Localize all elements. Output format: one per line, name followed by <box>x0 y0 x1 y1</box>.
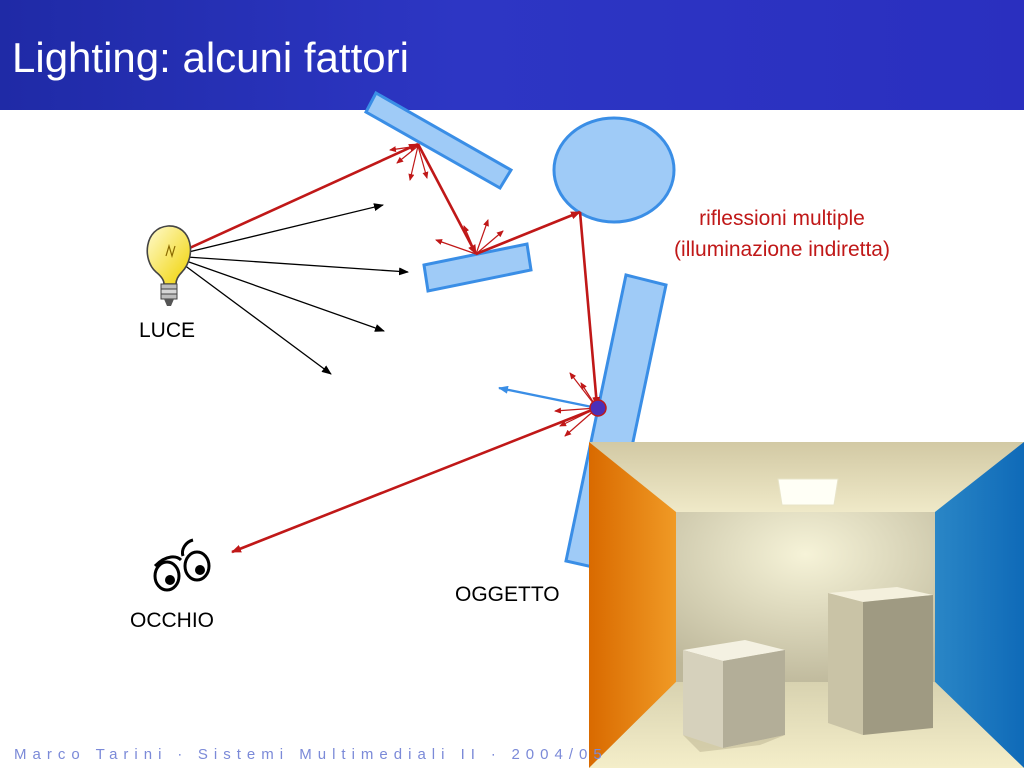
scatter-rays-top <box>389 145 429 181</box>
reflector-top <box>363 90 514 191</box>
eye-label: OCCHIO <box>130 609 214 632</box>
hit-point <box>589 399 607 417</box>
reflections-label-line1: riflessioni multiple <box>699 207 865 230</box>
object-label: OGGETTO <box>455 583 560 606</box>
specular-ray <box>498 385 598 410</box>
direct-rays <box>171 203 409 375</box>
reflector-middle <box>422 242 533 293</box>
reflections-label-line2: (illuminazione indiretta) <box>674 238 890 261</box>
slide-title: Lighting: alcuni fattori <box>12 34 409 81</box>
light-bulb-icon <box>146 225 192 306</box>
scatter-rays-middle <box>435 219 504 255</box>
slide-footer: Marco Tarini ∙ Sistemi Multimediali II ∙… <box>14 746 608 763</box>
slide-header: Lighting: alcuni fattori <box>0 0 1024 110</box>
light-label: LUCE <box>139 319 195 342</box>
eyes-icon <box>153 538 211 592</box>
reflection-path <box>171 142 601 554</box>
sphere-object <box>552 116 676 224</box>
cornell-box-render <box>589 442 1024 768</box>
